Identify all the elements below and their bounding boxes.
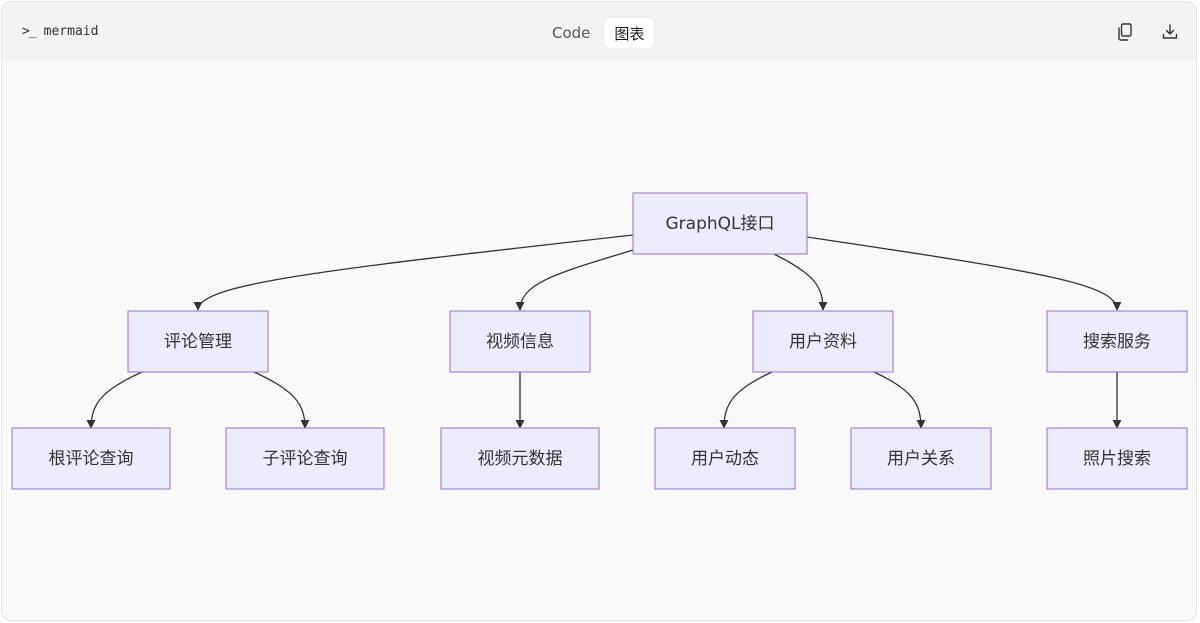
edge-user-to-user-relation (873, 371, 926, 429)
language-label: >_ mermaid (22, 2, 98, 60)
node-label: 照片搜索 (1083, 449, 1151, 469)
node-video-info: 视频信息 (449, 310, 591, 373)
node-label: 评论管理 (164, 332, 232, 352)
node-label: 用户资料 (789, 332, 857, 352)
node-label: 根评论查询 (49, 449, 134, 469)
node-label: 搜索服务 (1083, 332, 1151, 352)
tab-code[interactable]: Code (552, 24, 591, 42)
view-tabs: Code 图表 (542, 18, 655, 48)
node-user-feed: 用户动态 (654, 427, 796, 490)
edge-root-to-user (773, 253, 828, 311)
terminal-prompt-icon: >_ (22, 23, 37, 39)
node-root-comment-query: 根评论查询 (11, 427, 171, 490)
node-photo-search: 照片搜索 (1046, 427, 1188, 490)
copy-icon (1118, 23, 1132, 41)
language-name: mermaid (43, 23, 99, 39)
node-label: 视频信息 (486, 332, 554, 352)
edge-root-to-search (806, 236, 1122, 311)
edge-root-to-comment (193, 234, 634, 311)
node-user-profile: 用户资料 (752, 310, 894, 373)
node-label: 视频元数据 (478, 449, 563, 469)
node-label: 子评论查询 (263, 449, 348, 469)
edge-user-to-user-feed (719, 371, 773, 429)
download-button[interactable] (1159, 21, 1181, 43)
edge-comment-to-sub-comment (253, 371, 310, 429)
node-sub-comment-query: 子评论查询 (225, 427, 385, 490)
node-label: 用户动态 (691, 449, 759, 469)
edge-comment-to-root-comment (86, 371, 143, 429)
edge-root-to-video (515, 249, 634, 311)
copy-button[interactable] (1114, 21, 1136, 43)
node-graphql-api: GraphQL接口 (632, 192, 808, 255)
node-search-service: 搜索服务 (1046, 310, 1188, 373)
node-label: GraphQL接口 (666, 214, 775, 234)
code-block-toolbar: >_ mermaid Code 图表 (2, 2, 1196, 60)
node-video-metadata: 视频元数据 (440, 427, 600, 490)
download-icon (1162, 24, 1178, 39)
node-user-relation: 用户关系 (850, 427, 992, 490)
node-comment-management: 评论管理 (127, 310, 269, 373)
node-label: 用户关系 (887, 449, 955, 469)
tab-diagram[interactable]: 图表 (604, 18, 655, 48)
